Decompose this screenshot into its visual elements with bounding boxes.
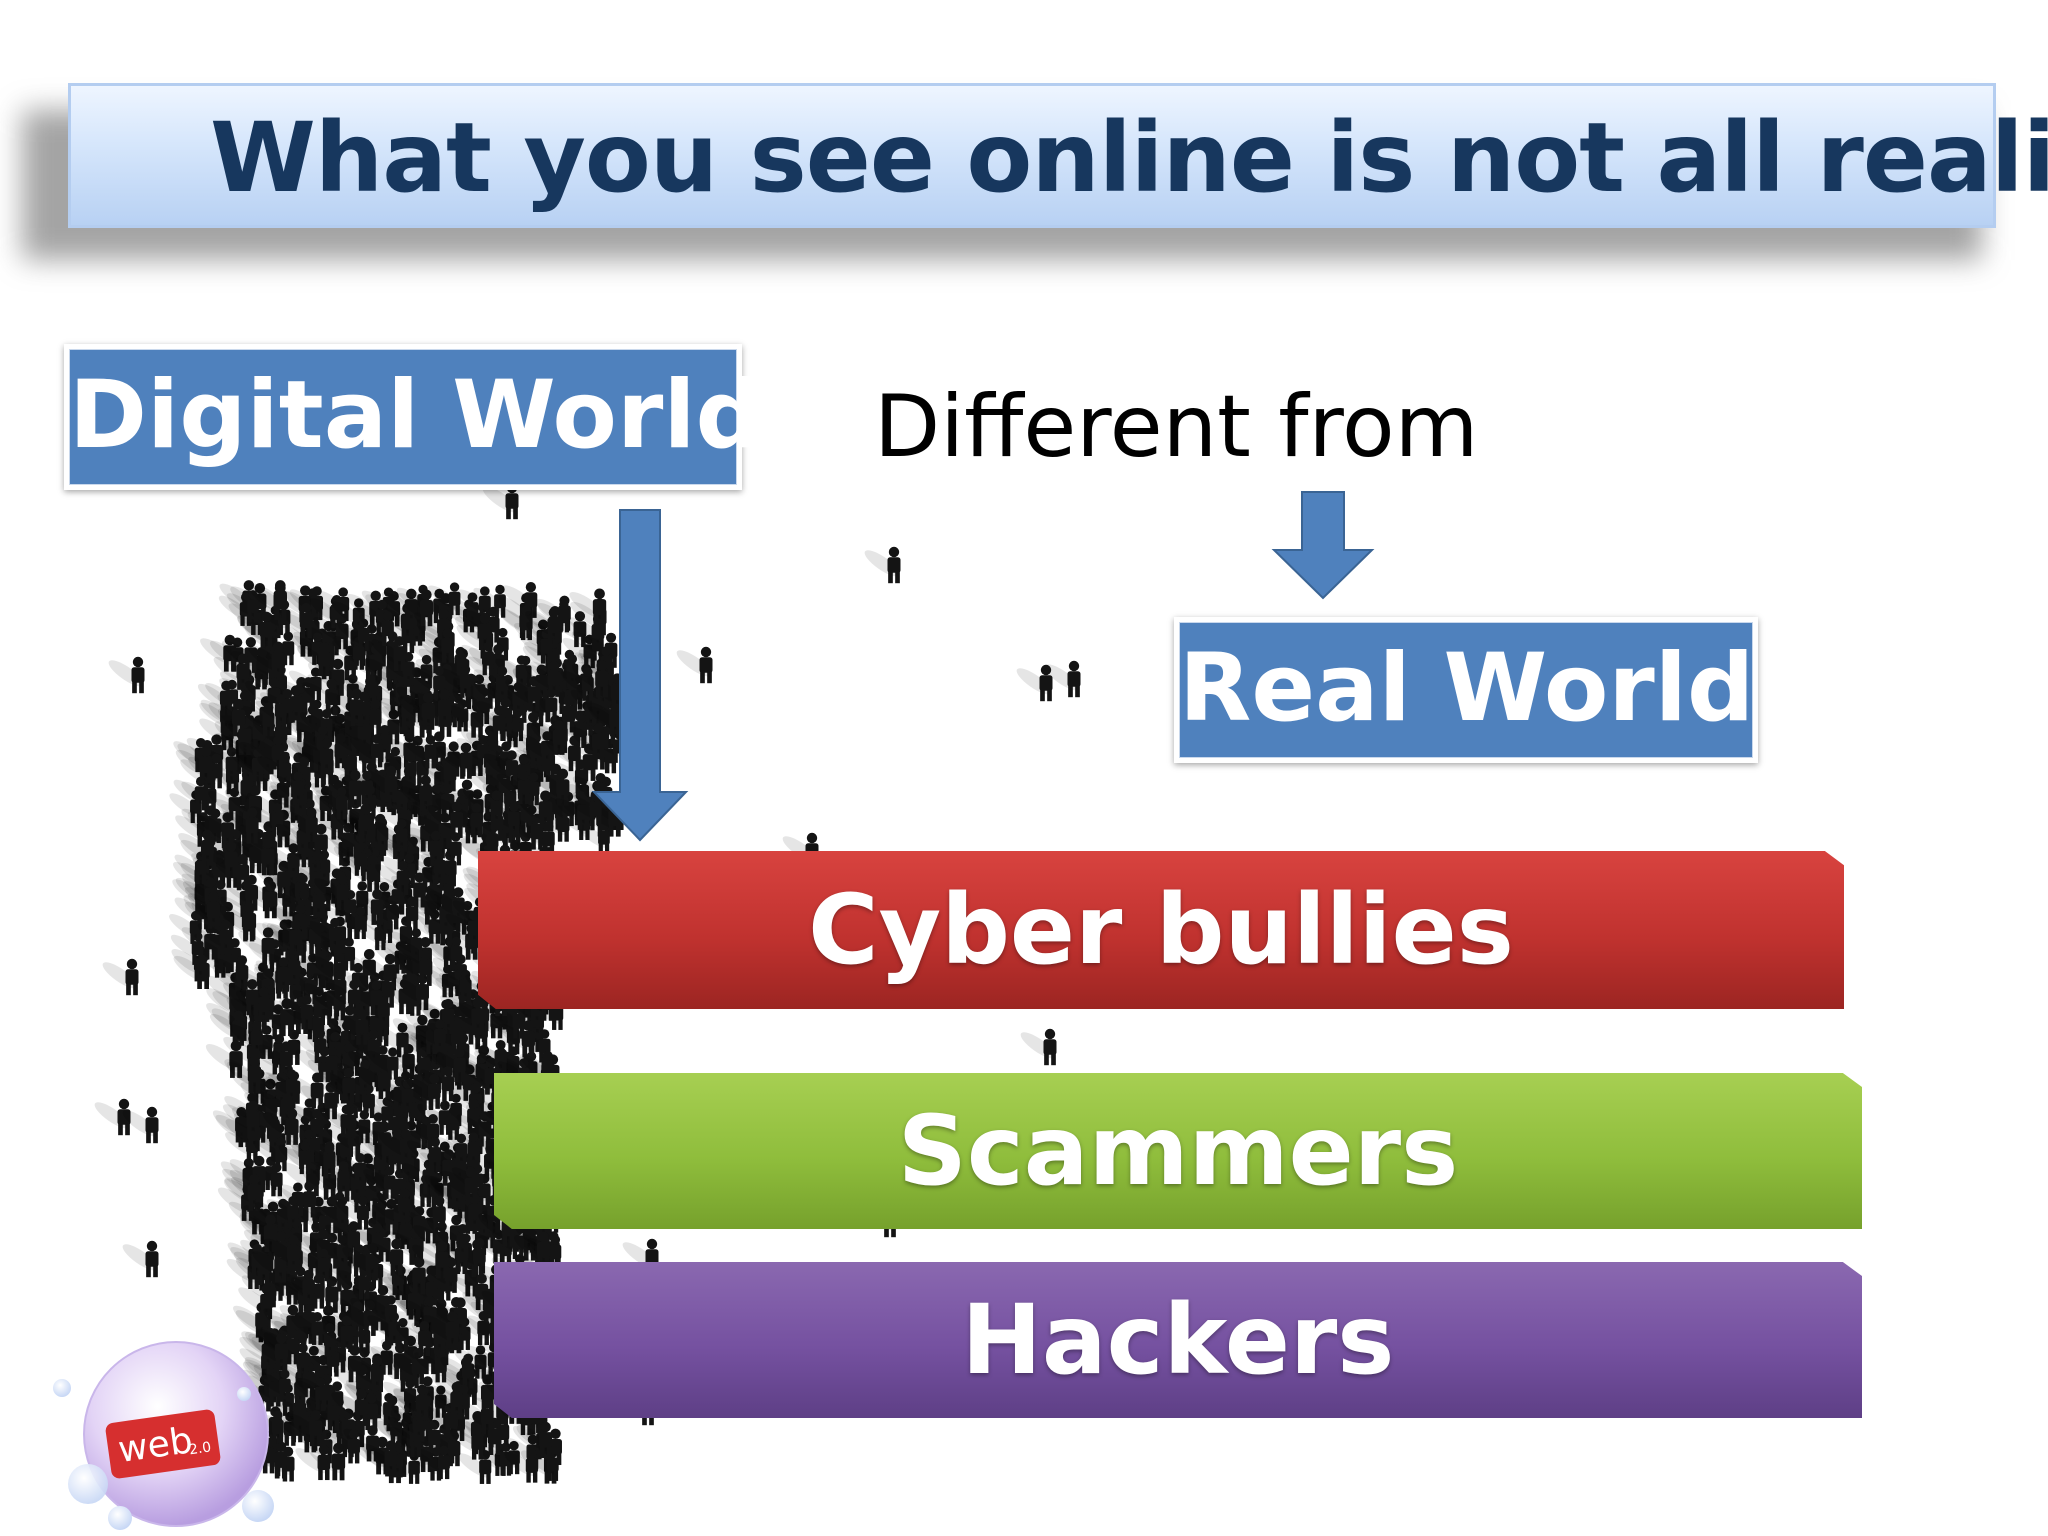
real-world-label: Real World [1174, 617, 1758, 763]
crowd-figure [1020, 1028, 1057, 1066]
crowd-figure [102, 958, 139, 996]
cyber-bullies-label: Cyber bullies [808, 874, 1514, 986]
hackers-bar: Hackers [494, 1262, 1862, 1418]
cyber-bullies-bar: Cyber bullies [478, 851, 1844, 1009]
web2-logo: web 2.0 [53, 1341, 274, 1530]
scammers-bar: Scammers [494, 1073, 1862, 1229]
crowd-figure [864, 546, 901, 584]
scammers-label: Scammers [897, 1095, 1459, 1207]
crowd-figure [122, 1240, 159, 1278]
down-arrow-long-icon [591, 509, 689, 842]
down-arrow-short-icon [1271, 491, 1375, 600]
crowd-figure [108, 656, 145, 694]
logo-version: 2.0 [188, 1439, 212, 1458]
slide-title: What you see online is not all reality [210, 102, 2048, 214]
hackers-label: Hackers [961, 1284, 1395, 1396]
digital-world-label: Digital World [64, 344, 763, 490]
crowd-figure [1016, 664, 1053, 702]
different-from-text: Different from [874, 377, 1479, 477]
